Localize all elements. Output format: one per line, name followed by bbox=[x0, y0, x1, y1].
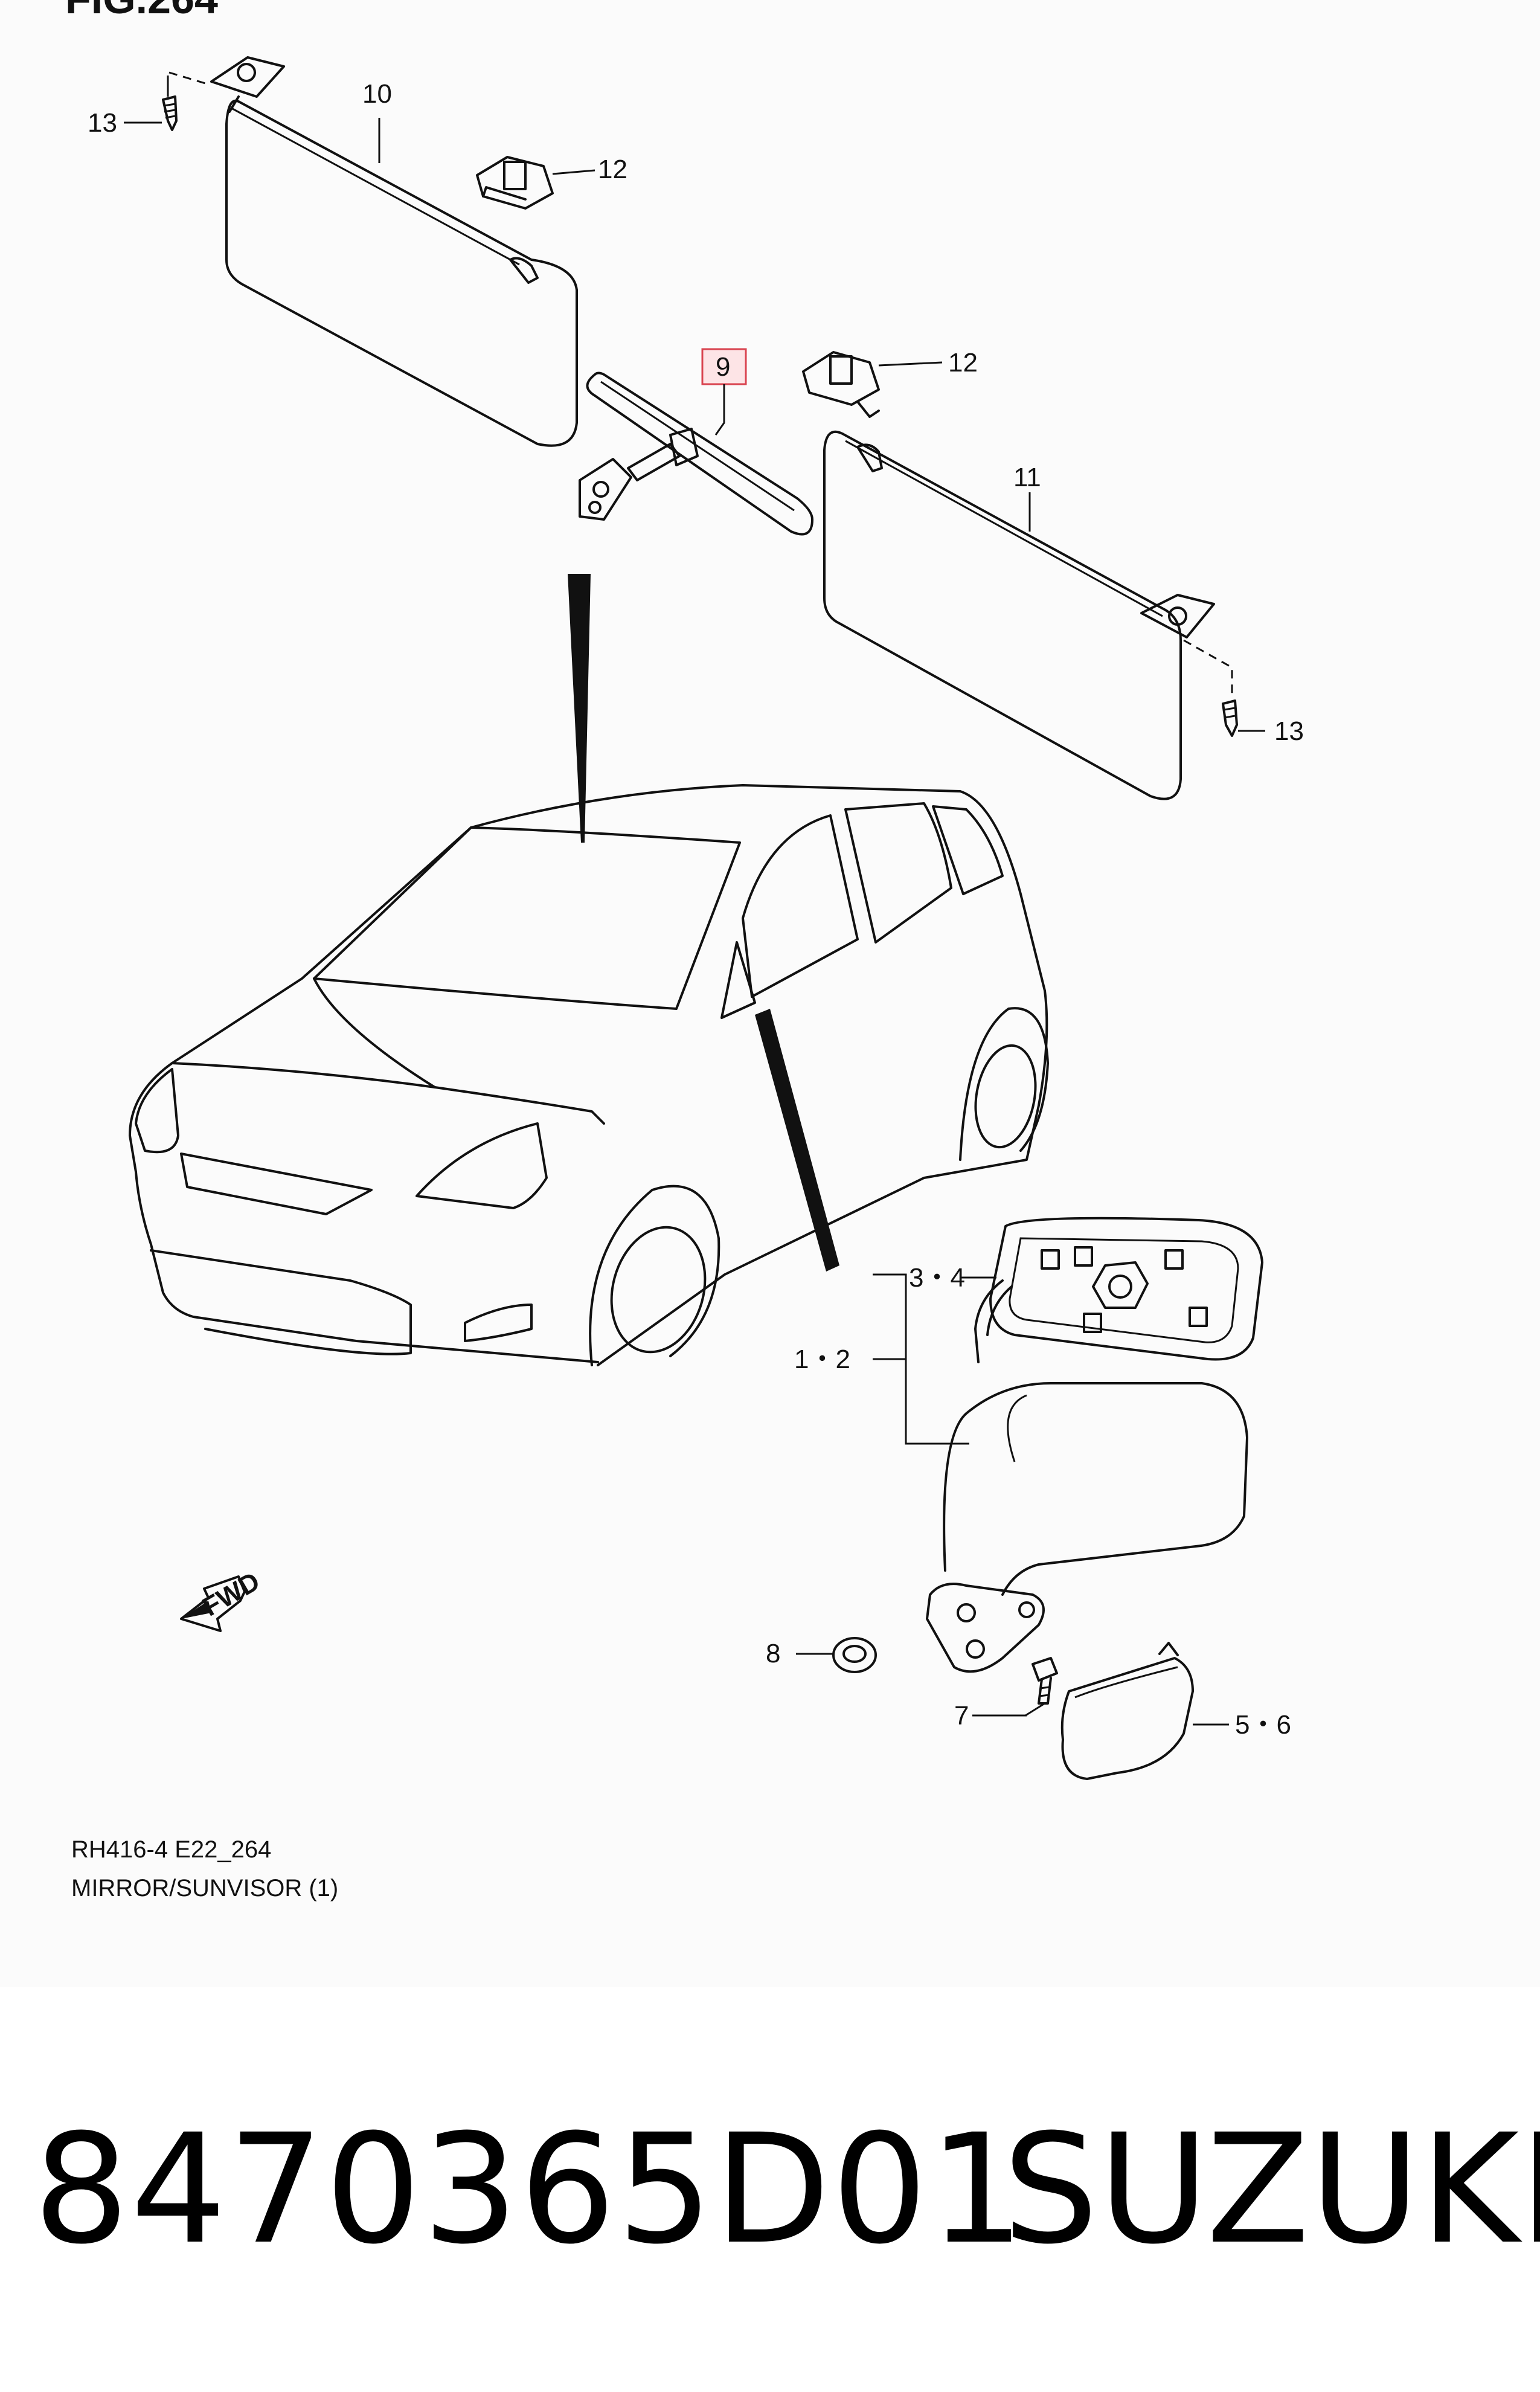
parts-diagram: FWD 10 13 12 9 12 11 13 3・4 1・2 8 7 5・6 bbox=[88, 56, 1304, 1780]
pointer-wedge-inside bbox=[568, 574, 591, 843]
fwd-label: FWD bbox=[197, 1566, 265, 1622]
inside-mirror[interactable] bbox=[579, 371, 813, 536]
label-holder-right: 12 bbox=[948, 348, 978, 378]
sunvisor-right[interactable] bbox=[823, 430, 1215, 800]
car-outline bbox=[129, 784, 1049, 1366]
leader-lines bbox=[124, 118, 1229, 1726]
sunvisor-right-bracket bbox=[1140, 594, 1215, 638]
label-inside-mirror: 9 bbox=[716, 352, 730, 382]
label-mirror-assy: 1・2 bbox=[794, 1345, 850, 1374]
label-mirror-cover: 5・6 bbox=[1235, 1710, 1291, 1740]
door-mirror-glass[interactable] bbox=[974, 1217, 1263, 1363]
pointer-wedge-door bbox=[755, 1009, 839, 1272]
figure-code: RH416-4 E22_264 bbox=[71, 1836, 272, 1863]
sunvisor-left[interactable] bbox=[210, 56, 578, 447]
screw-right[interactable] bbox=[1183, 639, 1265, 737]
label-holder-left: 12 bbox=[598, 155, 627, 184]
holder-right[interactable] bbox=[802, 351, 943, 418]
mirror-screw[interactable] bbox=[1025, 1657, 1058, 1717]
diagram-panel: FIG.264 bbox=[65, 0, 1304, 1902]
label-sunvisor-right: 11 bbox=[1013, 463, 1041, 492]
holder-left[interactable] bbox=[476, 156, 595, 210]
inside-mirror-label-group bbox=[701, 348, 747, 436]
label-sunvisor-left: 10 bbox=[362, 79, 392, 109]
figure-name: MIRROR/SUNVISOR (1) bbox=[71, 1875, 339, 1902]
door-mirror-body[interactable] bbox=[926, 1382, 1248, 1673]
sunvisor-left-bracket bbox=[210, 56, 285, 113]
label-mirror-glass: 3・4 bbox=[909, 1263, 965, 1293]
fwd-arrow-icon: FWD bbox=[180, 1566, 265, 1632]
label-grommet: 8 bbox=[766, 1639, 780, 1668]
screw-left[interactable] bbox=[162, 71, 206, 131]
brand-name: SUZUKI bbox=[1003, 2101, 1540, 2277]
label-screw-right: 13 bbox=[1274, 716, 1304, 746]
mirror-cover[interactable] bbox=[1060, 1642, 1194, 1780]
part-number: 8470365D01 bbox=[33, 2101, 1027, 2277]
label-screw-left: 13 bbox=[88, 108, 117, 138]
figure-title: FIG.264 bbox=[65, 0, 218, 23]
label-screw: 7 bbox=[954, 1701, 969, 1731]
grommet[interactable] bbox=[796, 1637, 877, 1673]
